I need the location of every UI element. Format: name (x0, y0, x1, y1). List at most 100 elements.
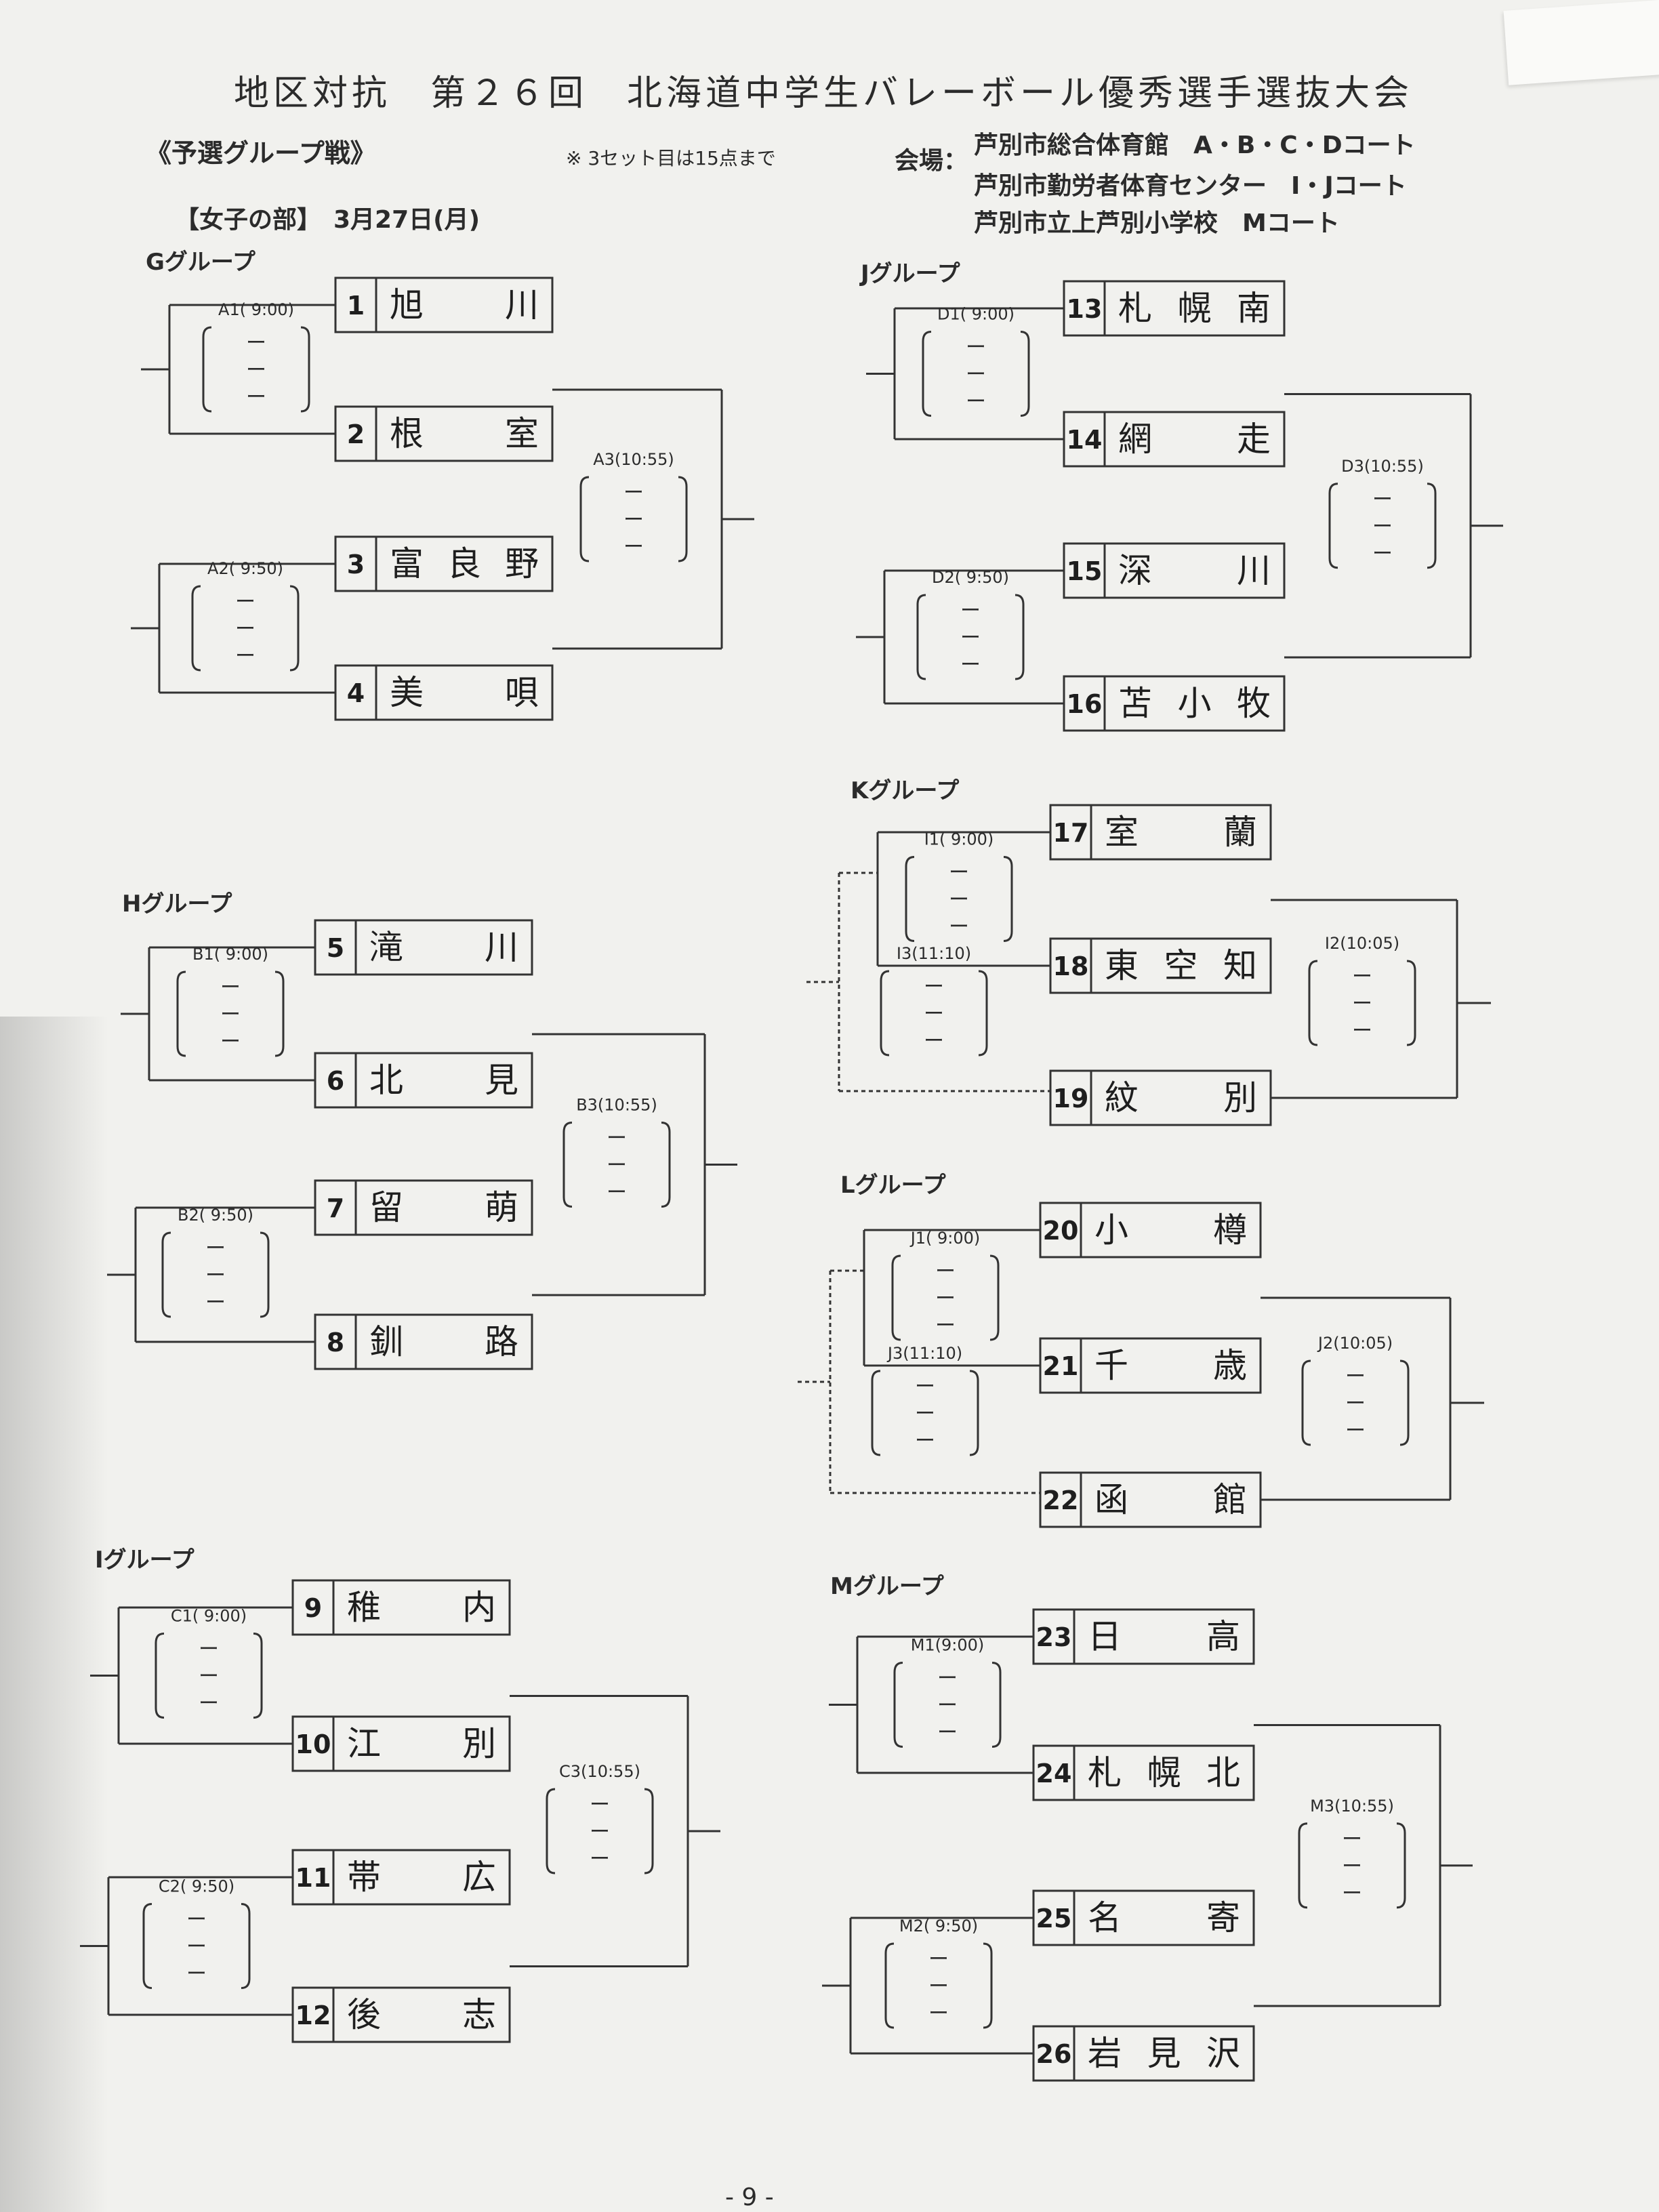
team-name: 旭川 (390, 285, 539, 325)
score-dash: ー (924, 1029, 944, 1053)
score-dash: ー (1352, 1019, 1372, 1043)
score-dash: ー (960, 626, 981, 650)
group-label: Kグループ (851, 777, 959, 804)
match-label: M2( 9:50) (899, 1917, 978, 1936)
score-dash: ー (246, 331, 266, 355)
venue-label: 会場： (895, 147, 968, 175)
group-label: Jグループ (859, 260, 960, 287)
score-dash: ー (607, 1127, 627, 1151)
team-number: 9 (304, 1593, 322, 1623)
score-bracket-right (983, 1942, 993, 2029)
score-dash: ー (960, 599, 981, 623)
score-dash: ー (928, 1975, 949, 1999)
team-number: 20 (1043, 1216, 1079, 1246)
match-label: J1( 9:00) (909, 1229, 981, 1248)
score-dash: ー (924, 975, 944, 999)
match-label: M3(10:55) (1310, 1797, 1394, 1816)
team-name: 東空知 (1105, 946, 1257, 985)
team-name: 網走 (1118, 419, 1271, 459)
venue-line-2: 芦別市勤労者体育センター I・Jコート (974, 172, 1407, 200)
team-number: 23 (1036, 1622, 1072, 1652)
score-bracket-right (644, 1788, 654, 1875)
team-name: 函館 (1094, 1480, 1247, 1519)
score-bracket-right (991, 1662, 1002, 1748)
group-label: Iグループ (95, 1547, 194, 1574)
score-bracket-right (1396, 1822, 1406, 1909)
score-dash: ー (949, 861, 969, 885)
score-bracket-left (579, 476, 590, 562)
team-name: 札幌南 (1118, 289, 1271, 328)
score-dash: ー (246, 359, 266, 382)
match-label: J3(11:10) (886, 1344, 962, 1363)
score-bracket-right (1427, 483, 1437, 569)
score-dash: ー (924, 1002, 944, 1026)
score-dash: ー (205, 1291, 226, 1315)
team-name: 苫小牧 (1118, 684, 1271, 723)
score-bracket-right (1003, 856, 1013, 942)
team-number: 1 (347, 291, 365, 321)
score-bracket-left (871, 1370, 881, 1456)
match-label: I3(11:10) (897, 944, 971, 963)
score-dash: ー (915, 1375, 935, 1399)
score-bracket-left (893, 1662, 903, 1748)
team-box: 18 東空知 (1049, 937, 1272, 994)
score-dash: ー (235, 590, 255, 614)
score-dash: ー (590, 1847, 610, 1871)
score-dash: ー (949, 916, 969, 939)
score-dash: ー (1342, 1828, 1362, 1851)
score-bracket-left (142, 1903, 152, 1989)
score-bracket-right (1015, 594, 1025, 680)
match-label: A2( 9:50) (207, 559, 283, 578)
team-number: 17 (1053, 818, 1089, 848)
score-bracket-left (546, 1788, 556, 1875)
team-number: 18 (1053, 951, 1089, 981)
score-dash: ー (590, 1793, 610, 1817)
score-dash: ー (235, 644, 255, 668)
score-dash: ー (623, 535, 644, 559)
group-label: Gグループ (146, 249, 255, 276)
group-label: Mグループ (830, 1573, 944, 1600)
group-label: Lグループ (840, 1172, 946, 1199)
score-dash: ー (1372, 515, 1393, 539)
section-subtitle: 《予選グループ戦》 (146, 138, 376, 168)
score-bracket-left (202, 326, 212, 413)
match-label: J2(10:05) (1317, 1334, 1393, 1353)
score-bracket-right (1020, 331, 1030, 417)
match-label: C3(10:55) (559, 1762, 640, 1781)
score-dash: ー (590, 1820, 610, 1844)
score-dash: ー (935, 1314, 956, 1338)
match-label: C2( 9:50) (159, 1877, 234, 1896)
team-number: 11 (295, 1863, 331, 1893)
score-bracket-right (989, 1254, 1000, 1341)
score-dash: ー (1345, 1419, 1366, 1443)
rule-note: ※ 3セット目は15点まで (566, 147, 776, 169)
score-bracket-left (155, 1633, 165, 1719)
team-box: 1 旭川 (334, 276, 554, 333)
score-bracket-right (661, 1122, 671, 1208)
team-name: 室蘭 (1105, 813, 1257, 852)
venue-line-3: 芦別市立上芦別小学校 Mコート (974, 209, 1340, 237)
score-dash: ー (1352, 992, 1372, 1016)
team-name: 名寄 (1088, 1898, 1240, 1938)
team-number: 4 (347, 678, 365, 708)
score-dash: ー (186, 1936, 207, 1959)
score-dash: ー (966, 363, 986, 387)
team-name: 滝川 (369, 928, 518, 967)
team-name: 釧路 (369, 1322, 518, 1361)
score-dash: ー (607, 1154, 627, 1178)
score-dash: ー (623, 508, 644, 532)
score-bracket-left (1301, 1359, 1311, 1446)
team-number: 24 (1036, 1759, 1072, 1788)
